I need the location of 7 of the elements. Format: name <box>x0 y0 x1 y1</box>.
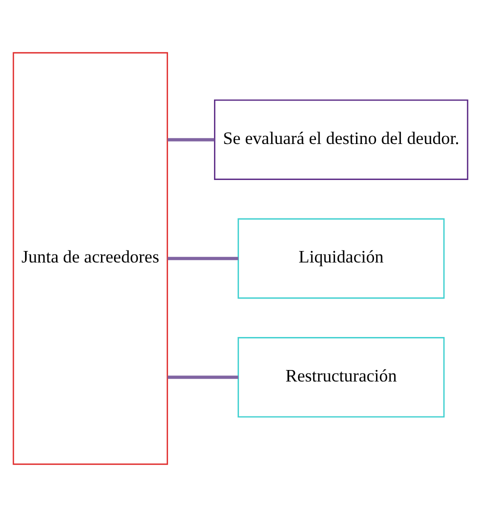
node-box: Se evaluará el destino del deudor. <box>214 99 468 180</box>
node-box: Junta de acreedores <box>12 52 168 465</box>
connector <box>167 138 214 142</box>
connector <box>167 376 238 379</box>
node-box: Restructuración <box>237 337 444 418</box>
node-box: Liquidación <box>237 218 444 299</box>
connector <box>167 256 238 260</box>
